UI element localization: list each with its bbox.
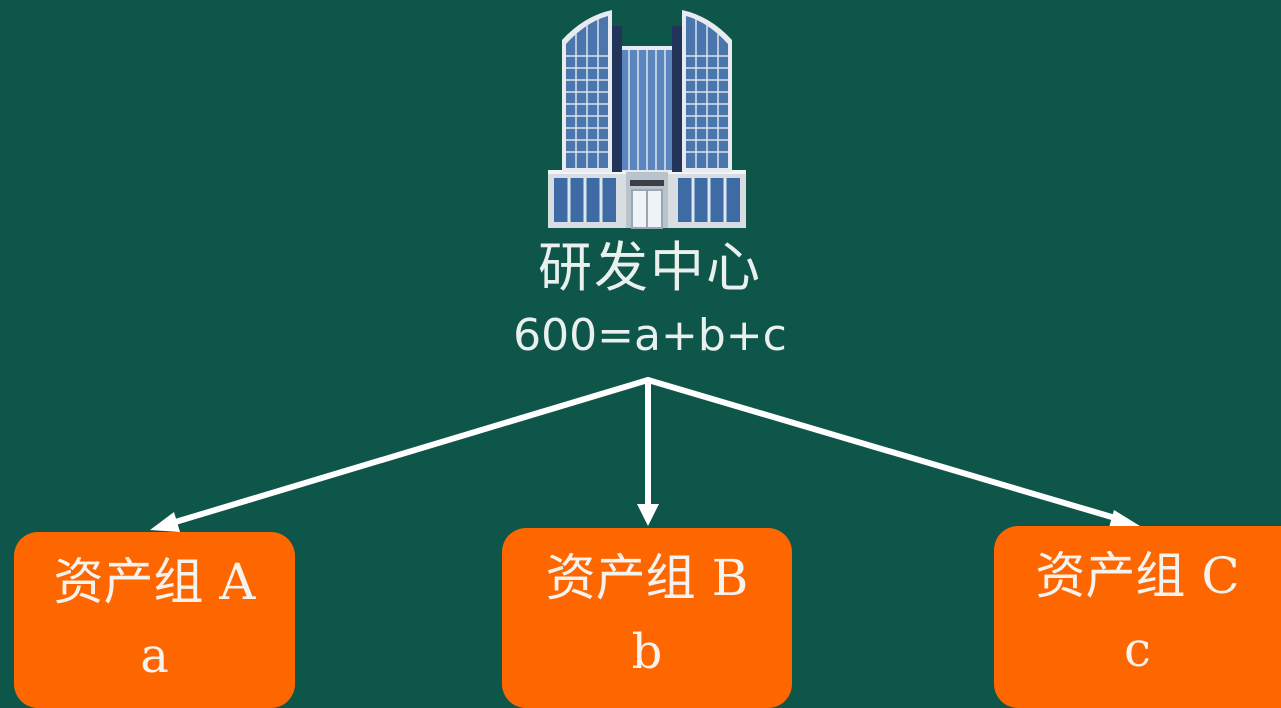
asset-group-c-label: 资产组 C [1035, 547, 1240, 605]
asset-group-b-label: 资产组 B [545, 549, 749, 607]
asset-group-a-value: a [140, 628, 169, 684]
arrowhead-a [150, 512, 180, 532]
office-building-icon [548, 10, 746, 229]
asset-group-b-value: b [631, 624, 663, 680]
asset-group-c-box: 资产组 C c [994, 526, 1281, 708]
asset-group-b-box: 资产组 B b [502, 528, 792, 708]
asset-group-c-value: c [1124, 622, 1151, 678]
arrow-to-group-a [169, 377, 651, 526]
center-title: 研发中心 [538, 236, 762, 299]
arrow-to-group-c [645, 377, 1125, 523]
asset-group-a-box: 资产组 A a [14, 532, 295, 708]
asset-group-a-label: 资产组 A [53, 553, 256, 611]
center-formula: 600=a+b+c [513, 310, 787, 361]
arrowhead-b [637, 504, 659, 526]
arrowhead-c [1108, 510, 1140, 531]
